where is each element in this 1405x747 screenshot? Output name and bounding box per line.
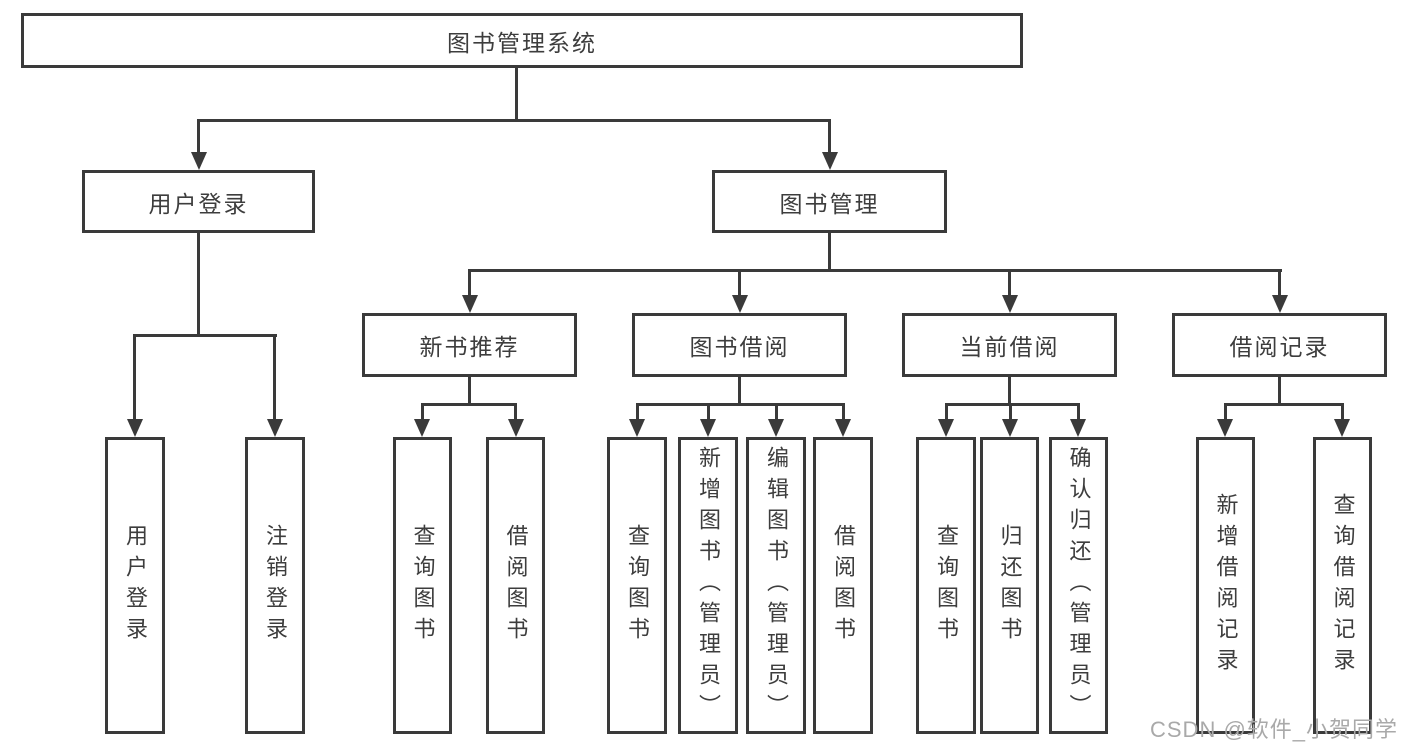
arrow-down-icon	[1002, 295, 1018, 313]
connector-level2-rail	[468, 269, 1282, 272]
arrow-down-icon	[1272, 295, 1288, 313]
arrow-down-icon	[1002, 419, 1018, 437]
leaf-query-books-current: 查询图书	[916, 437, 976, 734]
arrow-down-icon	[508, 419, 524, 437]
arrow-down-icon	[191, 152, 207, 170]
leaf-edit-books-admin: 编辑图书（管理员）	[746, 437, 806, 734]
connector-stem	[1008, 375, 1011, 406]
connector-drop	[133, 334, 136, 420]
arrow-down-icon	[732, 295, 748, 313]
connector-stem	[1278, 375, 1281, 406]
connector-level1-rail	[197, 119, 831, 122]
connector-drop	[468, 269, 471, 297]
arrow-down-icon	[127, 419, 143, 437]
arrow-down-icon	[822, 152, 838, 170]
connector-drop	[738, 269, 741, 297]
leaf-label: 借阅图书	[503, 523, 529, 648]
node-new-book-recommend: 新书推荐	[362, 313, 577, 377]
connector-drop	[1341, 403, 1344, 421]
leaf-label: 确认归还（管理员）	[1066, 446, 1092, 725]
connector-drop	[1224, 403, 1227, 421]
leaf-label: 新增借阅记录	[1213, 492, 1239, 679]
connector-drop	[273, 334, 276, 420]
leaf-label: 新增图书（管理员）	[696, 446, 721, 725]
connector-user-login-stem	[197, 233, 200, 336]
connector-stem	[468, 375, 471, 406]
arrow-down-icon	[1070, 419, 1086, 437]
csdn-watermark: CSDN @软件_小贺同学	[1150, 717, 1399, 742]
arrow-down-icon	[835, 419, 851, 437]
connector-drop	[1278, 269, 1281, 297]
connector-stem	[738, 375, 741, 406]
leaf-user-login: 用户登录	[105, 437, 165, 734]
connector-rail	[945, 403, 1080, 406]
node-root-library-system: 图书管理系统	[21, 13, 1023, 68]
leaf-label: 查询图书	[625, 523, 650, 648]
connector-drop	[707, 403, 710, 421]
connector-root-stem	[515, 68, 518, 122]
node-borrow-records: 借阅记录	[1172, 313, 1387, 377]
connector-drop-book-mgmt	[828, 119, 831, 155]
leaf-label: 编辑图书（管理员）	[764, 446, 789, 725]
arrow-down-icon	[629, 419, 645, 437]
arrow-down-icon	[938, 419, 954, 437]
arrow-down-icon	[768, 419, 784, 437]
connector-book-mgmt-stem	[828, 233, 831, 272]
leaf-label: 归还图书	[997, 523, 1023, 648]
leaf-confirm-return-admin: 确认归还（管理员）	[1049, 437, 1108, 734]
leaf-add-books-admin: 新增图书（管理员）	[678, 437, 738, 734]
leaf-logout: 注销登录	[245, 437, 305, 734]
connector-user-login-rail	[133, 334, 277, 337]
arrow-down-icon	[414, 419, 430, 437]
leaf-query-books-borrow: 查询图书	[607, 437, 667, 734]
connector-drop-user-login	[197, 119, 200, 155]
leaf-label: 注销登录	[263, 523, 288, 648]
connector-rail	[421, 403, 517, 406]
connector-drop	[945, 403, 948, 421]
connector-drop	[1077, 403, 1080, 421]
connector-drop	[775, 403, 778, 421]
arrow-down-icon	[267, 419, 283, 437]
node-book-management: 图书管理	[712, 170, 947, 233]
node-book-borrow: 图书借阅	[632, 313, 847, 377]
leaf-label: 借阅图书	[831, 523, 856, 648]
leaf-return-books: 归还图书	[980, 437, 1039, 734]
leaf-borrow-books-recommend: 借阅图书	[486, 437, 545, 734]
arrow-down-icon	[1334, 419, 1350, 437]
connector-rail	[1224, 403, 1344, 406]
arrow-down-icon	[462, 295, 478, 313]
leaf-query-borrow-record: 查询借阅记录	[1313, 437, 1372, 734]
connector-rail	[636, 403, 845, 406]
leaf-query-books-recommend: 查询图书	[393, 437, 452, 734]
connector-drop	[1009, 403, 1012, 421]
leaf-borrow-books: 借阅图书	[813, 437, 873, 734]
leaf-label: 查询图书	[410, 523, 436, 648]
arrow-down-icon	[1217, 419, 1233, 437]
connector-drop	[421, 403, 424, 421]
connector-drop	[636, 403, 639, 421]
leaf-label: 查询图书	[934, 523, 959, 648]
connector-drop	[842, 403, 845, 421]
leaf-label: 查询借阅记录	[1330, 492, 1356, 679]
connector-drop	[514, 403, 517, 421]
arrow-down-icon	[700, 419, 716, 437]
leaf-add-borrow-record: 新增借阅记录	[1196, 437, 1255, 734]
node-current-borrow: 当前借阅	[902, 313, 1117, 377]
node-user-login: 用户登录	[82, 170, 315, 233]
connector-drop	[1008, 269, 1011, 297]
leaf-label: 用户登录	[123, 523, 148, 648]
